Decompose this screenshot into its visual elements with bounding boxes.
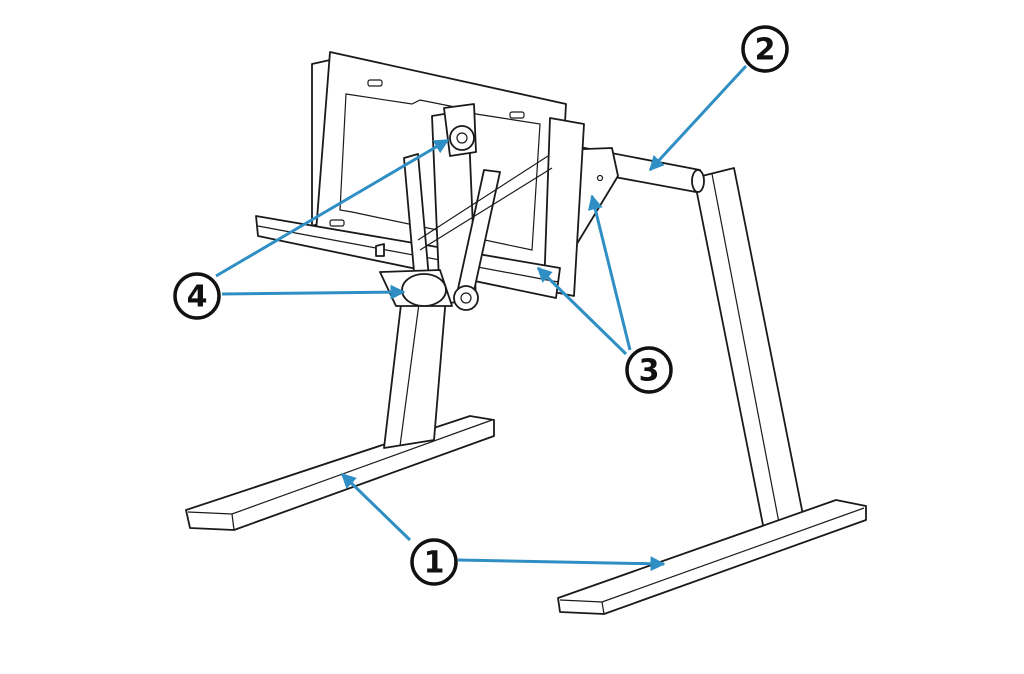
callout-2-label: 2 — [755, 33, 776, 68]
left-upright — [383, 295, 447, 449]
arrow-3b — [536, 266, 628, 356]
callout-4-label: 4 — [187, 280, 208, 315]
right-foot — [557, 499, 867, 615]
arrow-3a — [587, 194, 632, 351]
right-upright — [693, 167, 805, 531]
hinge-mechanism — [379, 103, 553, 311]
callout-2: 2 — [741, 25, 789, 73]
callout-1-label: 1 — [424, 546, 445, 581]
arrow-1b — [457, 556, 666, 572]
callout-3-label: 3 — [639, 354, 660, 389]
left-foot — [185, 415, 495, 531]
arrow-4b — [221, 284, 406, 300]
callout-1: 1 — [410, 538, 458, 586]
callout-4: 4 — [173, 272, 221, 320]
callout-3: 3 — [625, 346, 673, 394]
arrow-4a — [215, 138, 450, 278]
arrow-1a — [340, 472, 412, 542]
arrow-2 — [648, 64, 748, 172]
callout-arrows — [215, 64, 748, 572]
